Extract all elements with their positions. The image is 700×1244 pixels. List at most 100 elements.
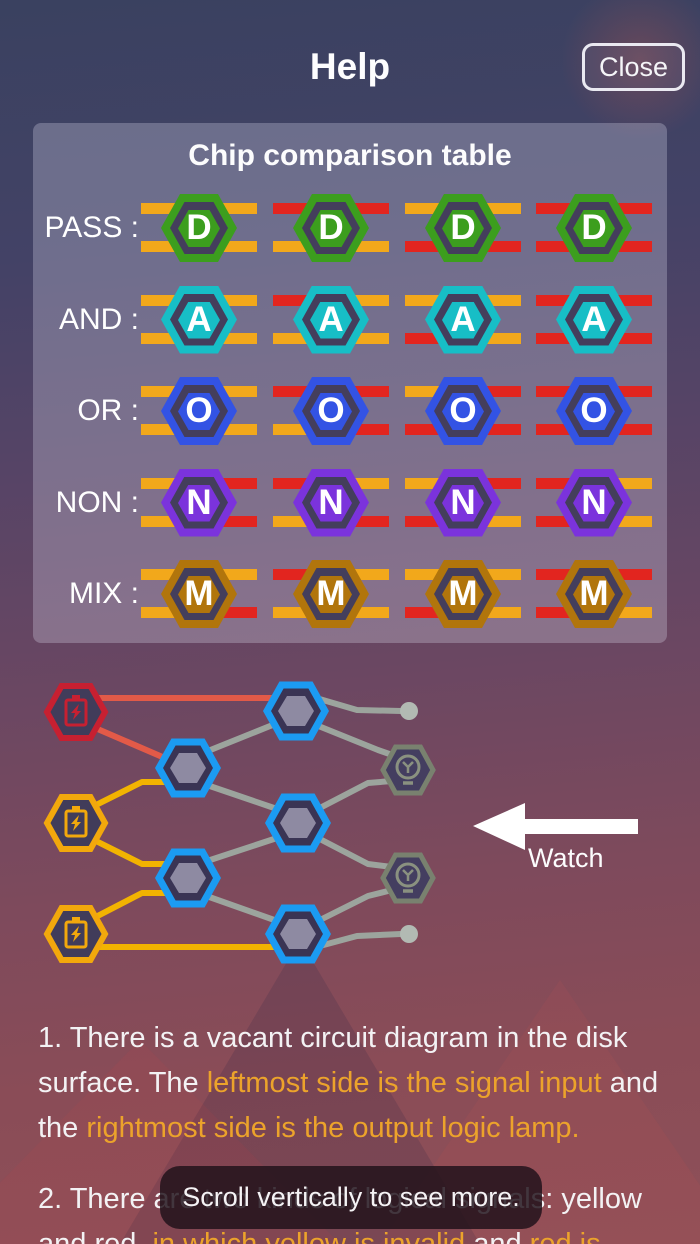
chip-letter: M	[448, 574, 478, 613]
chip-case: D	[271, 182, 391, 274]
input-wire-bottom	[141, 607, 198, 618]
watch-arrow-icon	[473, 803, 638, 850]
output-wire-top	[200, 294, 257, 306]
output-wire-bottom	[200, 241, 257, 252]
scroll-hint-toast: Scroll vertically to see more.	[160, 1166, 542, 1229]
input-wire-bottom	[536, 424, 593, 435]
chip-case: O	[139, 365, 259, 457]
chip-case: M	[271, 548, 391, 640]
chip-case: D	[403, 182, 523, 274]
output-wire-bottom	[464, 424, 521, 435]
input-wire-bottom	[273, 515, 330, 527]
input-wire-top	[141, 386, 198, 397]
input-wire-bottom	[405, 607, 462, 618]
row-label: OR :	[77, 394, 139, 427]
output-wire-bottom	[200, 332, 257, 344]
output-wire-top	[332, 294, 389, 306]
chip-case: O	[534, 365, 654, 457]
close-button[interactable]: Close	[582, 43, 685, 91]
text-segment-orange: rightmost side is the output logic lamp.	[86, 1112, 580, 1144]
chip-letter: D	[318, 208, 344, 247]
input-wire-top	[405, 203, 462, 214]
input-wire-top	[405, 569, 462, 580]
bulb-filament-icon	[402, 869, 414, 881]
output-wire-bottom	[200, 607, 257, 618]
bulb-icon	[395, 862, 421, 888]
output-wire-bottom	[595, 241, 652, 252]
output-wire-top	[595, 569, 652, 580]
output-wire-top	[200, 203, 257, 214]
output-wire-bottom	[200, 515, 257, 527]
text-segment-orange: in which yellow is invalid	[152, 1228, 466, 1244]
output-wire-bottom	[595, 515, 652, 527]
lightning-bolt-icon	[71, 704, 81, 720]
chip-letter: A	[450, 299, 476, 339]
output-wire-top	[595, 477, 652, 489]
input-wire-top	[536, 477, 593, 489]
wire-gray	[195, 834, 283, 867]
wire-gray	[313, 834, 395, 870]
text-segment-orange: red is effective;	[529, 1228, 601, 1244]
input-wire-top	[536, 569, 593, 580]
input-wire-top	[141, 569, 198, 580]
chip-core	[442, 576, 484, 613]
chip-slot-core	[170, 753, 206, 783]
page-title: Help	[309, 46, 391, 87]
input-wire-top	[536, 203, 593, 214]
chip-case: M	[534, 548, 654, 640]
output-wire-top	[464, 569, 521, 580]
wire-gray	[313, 695, 404, 714]
chip-core	[573, 576, 615, 613]
input-wire-top	[273, 203, 330, 214]
input-wire-top	[273, 477, 330, 489]
wire-gray	[313, 722, 401, 760]
chip-case: A	[271, 274, 391, 366]
wire-gray	[195, 719, 283, 758]
output-wire-top	[332, 203, 389, 214]
output-wire-top	[595, 203, 652, 214]
terminal-1	[400, 702, 418, 720]
output-wire-top	[332, 386, 389, 397]
lightning-bolt-icon	[71, 815, 81, 831]
bulb-icon	[395, 754, 421, 780]
input-wire-bottom	[405, 424, 462, 435]
output-wire-bottom	[595, 424, 652, 435]
output-wire-top	[464, 203, 521, 214]
chip-letter: N	[186, 482, 212, 522]
chip-letter: N	[581, 482, 607, 522]
chip-case: O	[271, 365, 391, 457]
input-wire-top	[141, 203, 198, 214]
wire-gray	[313, 887, 395, 925]
chip-slot-core	[170, 863, 206, 893]
chip-letter: N	[318, 482, 344, 522]
input-wire-top	[536, 386, 593, 397]
output-wire-bottom	[464, 241, 521, 252]
input-wire-bottom	[405, 332, 462, 344]
chip-core	[178, 210, 220, 247]
chip-core	[310, 576, 352, 613]
chip-letter: A	[581, 299, 607, 339]
circuit-diagram	[43, 681, 436, 964]
input-wire-bottom	[405, 241, 462, 252]
input-wire-top	[141, 477, 198, 489]
wire-gray	[313, 778, 395, 813]
wire-gray	[195, 890, 283, 925]
chip-letter: M	[579, 574, 609, 613]
chip-core	[178, 576, 220, 613]
input-wire-top	[405, 477, 462, 489]
row-label: NON :	[55, 485, 139, 519]
input-wire-bottom	[536, 332, 593, 344]
chip-core	[573, 210, 615, 247]
output-wire-top	[595, 386, 652, 397]
instruction-paragraph-1: 1. There is a vacant circuit diagram in …	[38, 1016, 668, 1151]
bulb-filament-icon	[402, 761, 414, 773]
output-wire-bottom	[332, 241, 389, 252]
terminal-2	[400, 925, 418, 943]
output-wire-top	[464, 294, 521, 306]
chip-letter: O	[580, 391, 608, 430]
